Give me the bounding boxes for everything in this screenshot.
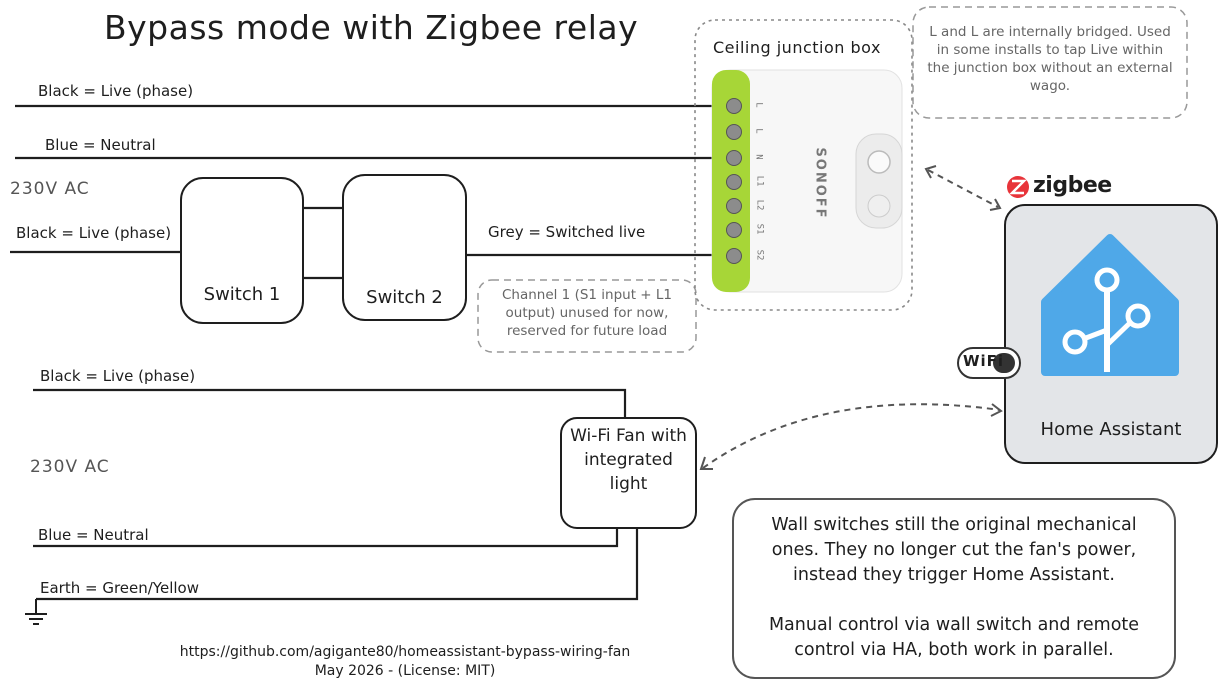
wire-label-live-bottom: Black = Live (phase) — [40, 367, 196, 385]
terminal-label: L1 — [754, 175, 765, 187]
terminal-label: L2 — [754, 199, 765, 211]
page-title: Bypass mode with Zigbee relay — [104, 8, 639, 47]
wire-earth-bottom — [36, 528, 639, 601]
summary-note-1: Wall switches still the original mechani… — [771, 515, 1137, 585]
terminal-screw — [726, 248, 742, 264]
footer-url[interactable]: https://github.com/agigante80/homeassist… — [179, 644, 631, 660]
fan-label: Wi-Fi Fan with integrated light — [570, 426, 687, 494]
wire-label-grey: Grey = Switched live — [488, 223, 646, 241]
wifi-label: WiFi — [963, 352, 1005, 370]
channel-note: Channel 1 (S1 input + L1 output) unused … — [501, 287, 673, 339]
supply-label-bottom: 230V AC — [30, 457, 110, 477]
terminal-screw — [726, 150, 742, 166]
summary-note-2: Manual control via wall switch and remot… — [768, 615, 1140, 660]
wire-label-live-switch: Black = Live (phase) — [16, 224, 172, 242]
fan-box — [560, 417, 697, 529]
zigbee-label: zigbee — [1033, 173, 1112, 198]
relay-button-housing — [855, 133, 903, 229]
wire-label-live-top: Black = Live (phase) — [38, 82, 194, 100]
channel-note-box — [477, 279, 697, 353]
wire-live-bottom — [33, 388, 627, 420]
wifi-link — [702, 403, 1001, 469]
ground-icon — [25, 613, 47, 625]
zigbee-link — [927, 169, 999, 208]
switch-2-box — [342, 174, 467, 321]
summary-note-box — [732, 498, 1176, 679]
terminal-screw — [726, 124, 742, 140]
bridge-note: L and L are internally bridged. Used in … — [927, 24, 1173, 94]
wire-label-neutral-top: Blue = Neutral — [45, 136, 156, 154]
terminal-screw — [726, 198, 742, 214]
supply-label-top: 230V AC — [10, 179, 90, 199]
terminal-screw — [726, 98, 742, 114]
switch-1-box — [180, 177, 304, 324]
bridge-note-box — [912, 6, 1188, 119]
wire-label-earth: Earth = Green/Yellow — [40, 579, 199, 597]
terminal-label: S2 — [754, 249, 765, 261]
footer-date: May 2026 - (License: MIT) — [314, 663, 496, 679]
relay-button — [867, 150, 891, 174]
junction-box-label: Ceiling junction box — [713, 38, 881, 57]
terminal-label: N — [753, 154, 764, 160]
terminal-label: S1 — [754, 223, 765, 235]
wire-label-neutral-bottom: Blue = Neutral — [38, 526, 149, 544]
terminal-screw — [726, 222, 742, 238]
switch-1-label: Switch 1 — [203, 284, 281, 305]
relay-button-2 — [867, 194, 891, 218]
relay-brand: SONOFF — [812, 147, 828, 220]
terminal-label: L — [753, 128, 764, 134]
switch-2-label: Switch 2 — [366, 287, 443, 308]
wire-neutral-bottom — [33, 528, 619, 548]
terminal-screw — [726, 174, 742, 190]
home-assistant-label: Home Assistant — [1040, 419, 1182, 440]
terminal-label: L — [753, 102, 764, 108]
